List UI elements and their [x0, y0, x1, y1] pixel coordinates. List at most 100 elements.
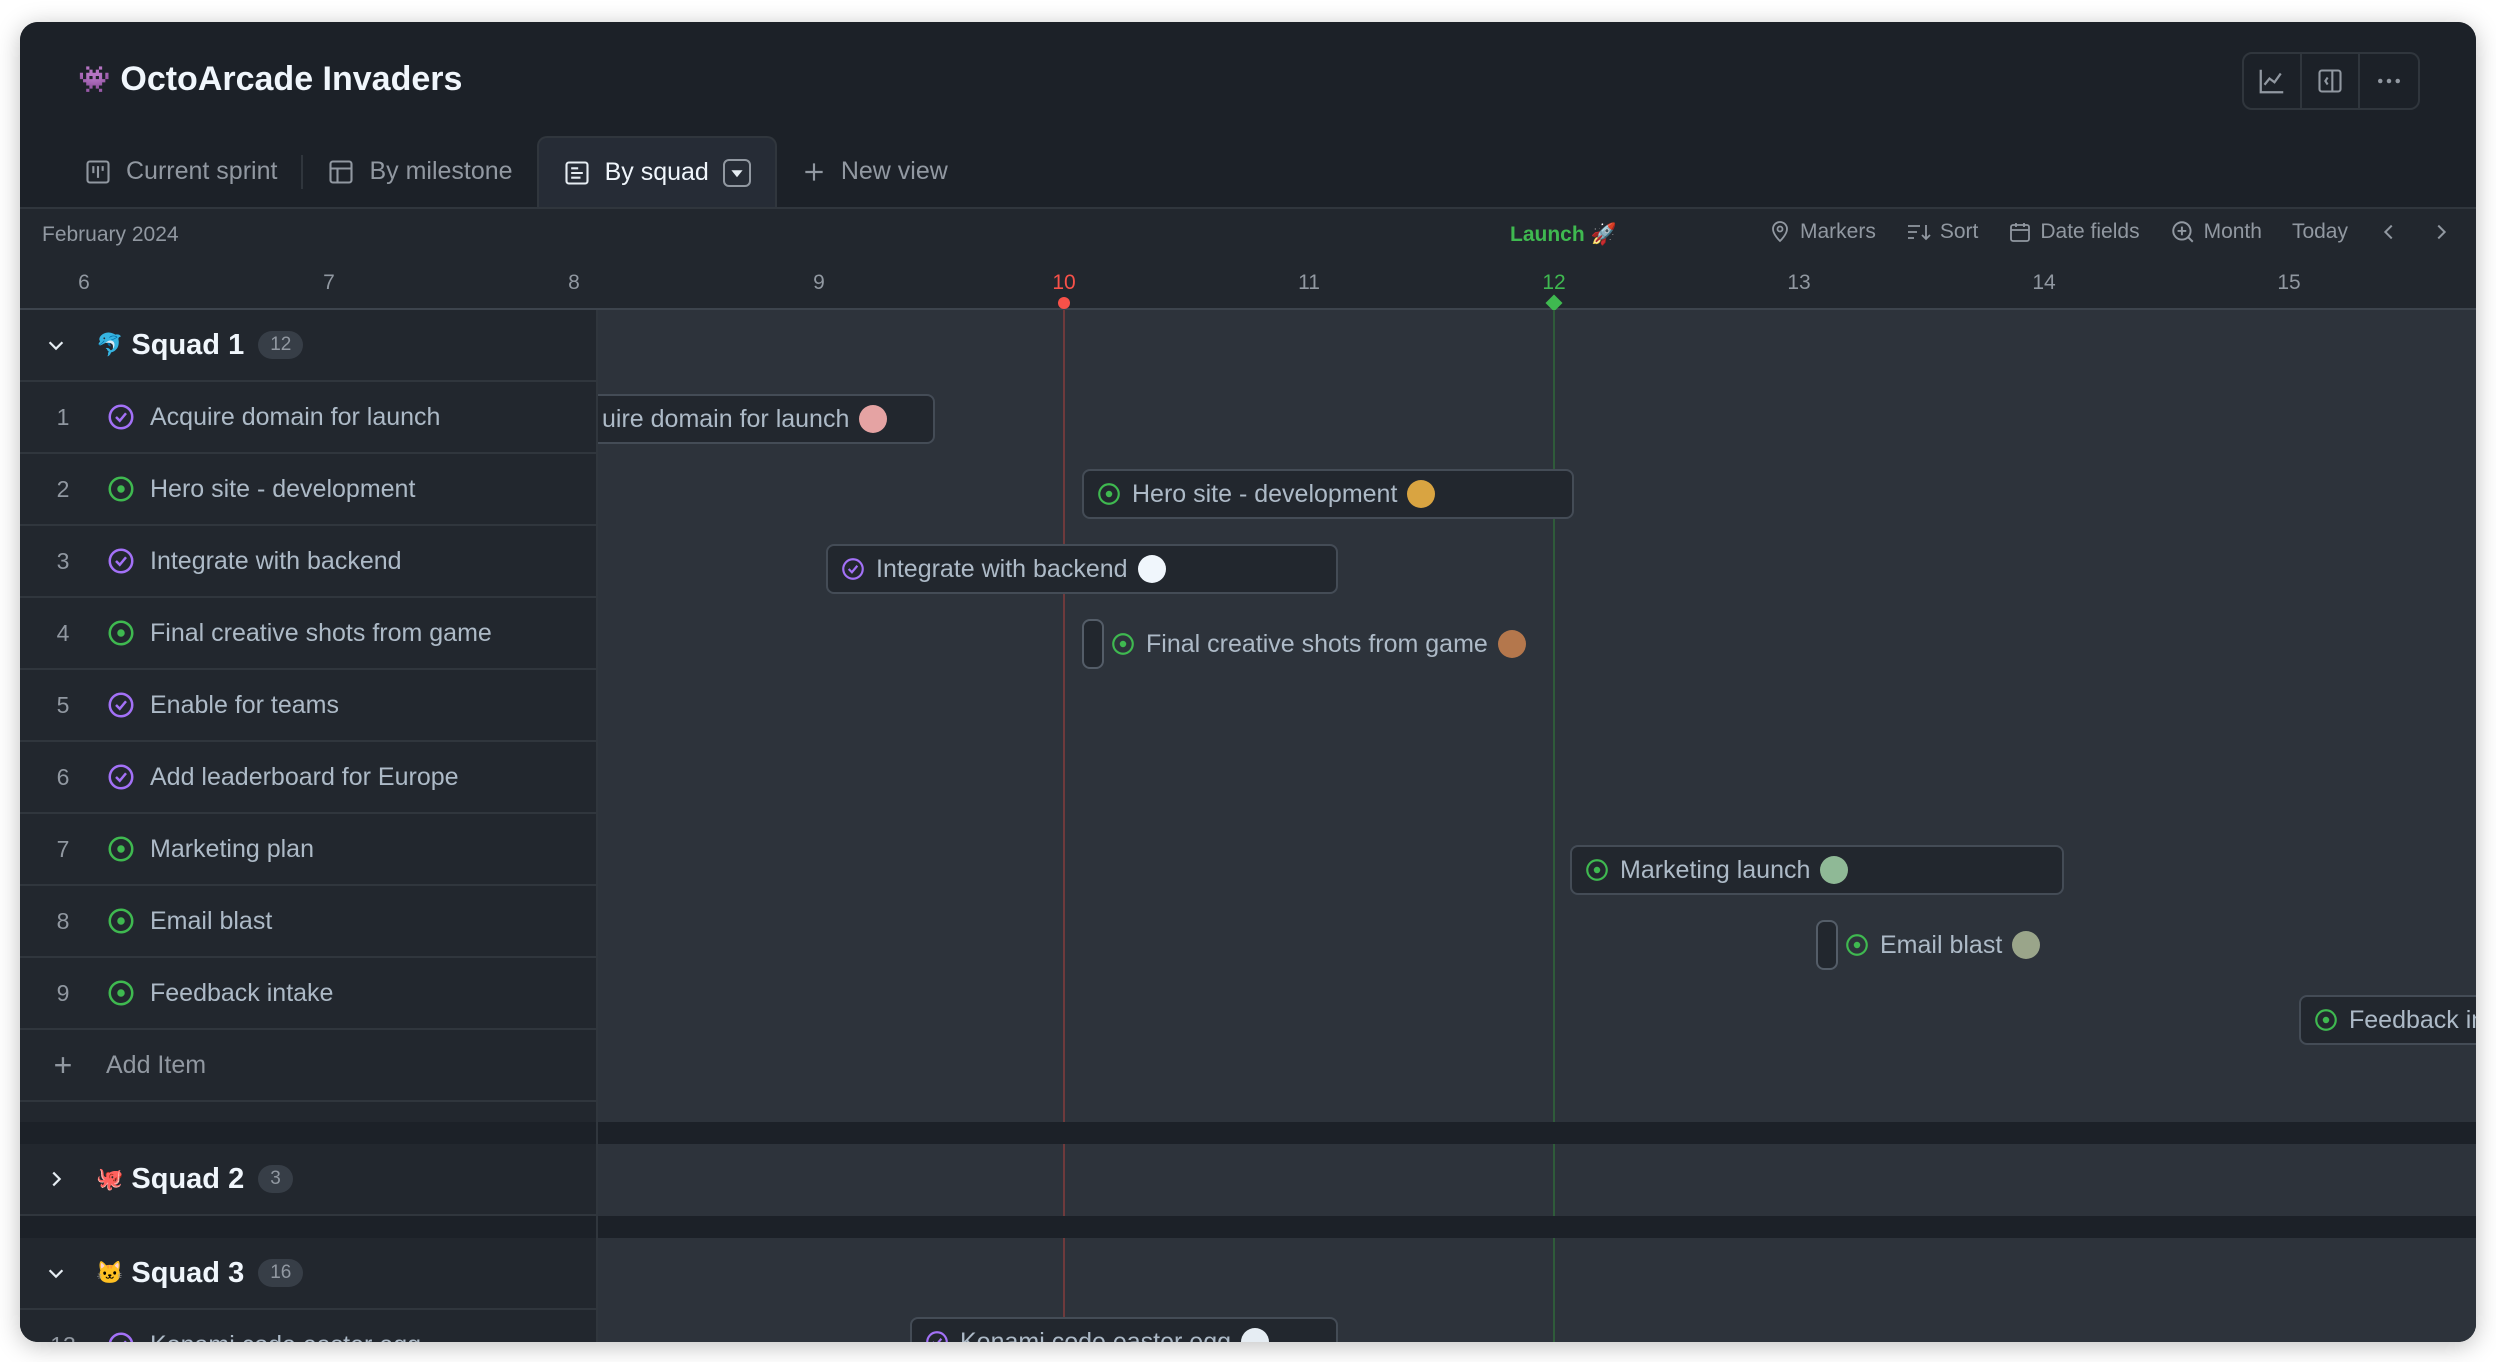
launch-marker-label[interactable]: Launch 🚀	[1510, 223, 1617, 246]
table-row[interactable]: 5 Enable for teams	[20, 670, 596, 742]
item-title[interactable]: Marketing plan	[150, 834, 314, 863]
roadmap-icon	[565, 160, 589, 185]
tab-label: By squad	[604, 158, 709, 186]
group-name: Squad 2	[131, 1162, 245, 1195]
today-line	[1063, 310, 1065, 1342]
day-label: 13	[1787, 271, 1811, 294]
item-bar[interactable]: Konami code easter egg	[910, 1317, 1338, 1342]
item-title[interactable]: Konami code easter egg	[150, 1331, 421, 1343]
table-row[interactable]: 1 Acquire domain for launch	[20, 382, 596, 454]
assignee-avatar	[1407, 480, 1436, 508]
add-item-row[interactable]: + Add Item	[20, 1030, 596, 1102]
row-number: 5	[56, 691, 70, 718]
day-label: 6	[78, 271, 90, 294]
project-name[interactable]: OctoArcade Invaders	[120, 60, 463, 98]
group-separator	[598, 1216, 2476, 1238]
row-number: 1	[56, 403, 70, 430]
group-header-squad-3[interactable]: 🐱 Squad 3 16	[20, 1238, 596, 1310]
chevron-down-icon	[48, 1269, 64, 1279]
item-bar[interactable]: Email blast	[1844, 920, 2041, 970]
timeline-grid: uire domain for launch Hero site - devel…	[598, 310, 2476, 1342]
tab-divider	[301, 154, 304, 189]
zoom-button[interactable]: Month	[2170, 219, 2262, 245]
item-title[interactable]: Feedback intake	[150, 978, 334, 1007]
group-separator	[598, 1122, 2476, 1144]
chevron-left-icon	[2383, 224, 2393, 240]
item-bar[interactable]: Marketing launch	[1570, 845, 2064, 895]
item-bar[interactable]: Feedback int	[2299, 995, 2476, 1045]
bar-title: Konami code easter egg	[960, 1327, 1232, 1343]
row-number: 9	[56, 979, 70, 1006]
group-header-squad-1[interactable]: 🐬 Squad 1 12	[20, 310, 596, 382]
group-name: Squad 3	[131, 1256, 245, 1289]
expand-toggle[interactable]	[28, 1168, 84, 1190]
bar-title: Email blast	[1880, 930, 2003, 959]
group-emoji: 🐙	[96, 1166, 124, 1191]
day-label-marker: 12	[1542, 271, 1566, 294]
chevron-right-icon	[52, 1171, 62, 1187]
item-title[interactable]: Hero site - development	[150, 474, 416, 503]
project-header: 👾 OctoArcade Invaders Current sprint By …	[20, 22, 2476, 207]
assignee-avatar	[1241, 1328, 1270, 1342]
item-bar[interactable]: Hero site - development	[1082, 469, 1574, 519]
issue-open-icon	[106, 618, 136, 648]
markers-button[interactable]: Markers	[1768, 220, 1876, 244]
item-bar[interactable]: uire domain for launch	[598, 394, 935, 444]
table-row[interactable]: 9 Feedback intake	[20, 958, 596, 1030]
group-header-squad-2[interactable]: 🐙 Squad 2 3	[20, 1144, 596, 1216]
tab-current-sprint[interactable]: Current sprint	[60, 136, 301, 207]
insights-button[interactable]	[2244, 54, 2302, 108]
item-title[interactable]: Email blast	[150, 906, 273, 935]
previous-button[interactable]	[2378, 221, 2400, 243]
day-label: 15	[2277, 271, 2301, 294]
collapse-toggle[interactable]	[28, 1262, 84, 1284]
day-label: 11	[1298, 271, 1320, 294]
table-row[interactable]: 13 Konami code easter egg	[20, 1310, 596, 1342]
sort-button[interactable]: Sort	[1906, 220, 1978, 244]
assignee-avatar	[1497, 630, 1526, 658]
today-button[interactable]: Today	[2292, 220, 2348, 244]
item-bar[interactable]: Integrate with backend	[826, 544, 1338, 594]
tab-by-squad[interactable]: By squad	[536, 136, 777, 207]
tab-label: New view	[840, 157, 948, 185]
table-row[interactable]: 7 Marketing plan	[20, 814, 596, 886]
item-title[interactable]: Final creative shots from game	[150, 618, 492, 647]
table-row[interactable]: 2 Hero site - development	[20, 454, 596, 526]
issue-open-icon	[2315, 1009, 2337, 1031]
more-options-button[interactable]	[2360, 54, 2418, 108]
issue-closed-icon	[106, 1330, 136, 1342]
group-count: 16	[258, 1259, 304, 1287]
view-options-dropdown[interactable]	[722, 158, 751, 187]
issue-open-icon	[1586, 859, 1608, 881]
next-button[interactable]	[2430, 221, 2452, 243]
issue-closed-icon	[842, 558, 864, 580]
row-number: 3	[56, 547, 70, 574]
triangle-down-icon	[731, 169, 743, 177]
month-label: February 2024	[42, 223, 179, 246]
item-bar[interactable]: Final creative shots from game	[1110, 619, 1526, 669]
launch-marker-line	[1553, 310, 1555, 1342]
table-row[interactable]: 4 Final creative shots from game	[20, 598, 596, 670]
tab-by-milestone[interactable]: By milestone	[303, 136, 536, 207]
row-number: 4	[56, 619, 70, 646]
table-row[interactable]: 3 Integrate with backend	[20, 526, 596, 598]
item-title[interactable]: Enable for teams	[150, 690, 339, 719]
new-view-button[interactable]: New view	[777, 136, 972, 207]
collapse-toggle[interactable]	[28, 334, 84, 356]
day-label: 8	[568, 271, 580, 294]
item-title[interactable]: Add leaderboard for Europe	[150, 762, 459, 791]
header-actions	[2242, 52, 2420, 110]
table-row[interactable]: 6 Add leaderboard for Europe	[20, 742, 596, 814]
group-count: 3	[258, 1165, 293, 1193]
assignee-avatar	[2012, 931, 2041, 959]
kebab-horizontal-icon	[2378, 78, 2400, 84]
row-number: 7	[56, 835, 70, 862]
markers-label: Markers	[1800, 220, 1876, 243]
item-title[interactable]: Acquire domain for launch	[150, 402, 441, 431]
resize-handle[interactable]	[1816, 920, 1838, 970]
table-row[interactable]: 8 Email blast	[20, 886, 596, 958]
side-panel-button[interactable]	[2302, 54, 2360, 108]
date-fields-button[interactable]: Date fields	[2008, 220, 2140, 244]
resize-handle[interactable]	[1082, 619, 1104, 669]
item-title[interactable]: Integrate with backend	[150, 546, 402, 575]
